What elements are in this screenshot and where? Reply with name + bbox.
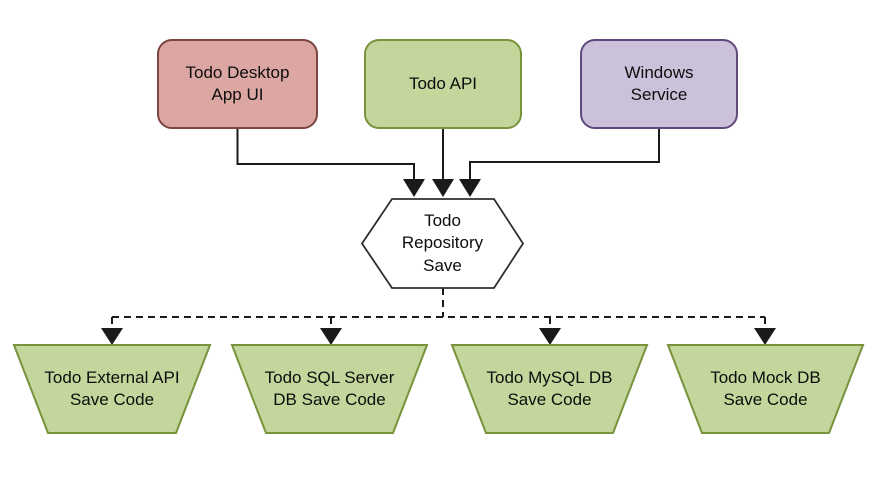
node-external-api-code-shape	[12, 344, 212, 434]
node-mysql-code-shape	[450, 344, 649, 434]
node-todo-api-shape	[364, 39, 522, 129]
node-repository-save-shape	[360, 198, 525, 289]
dashed-arrowheads	[101, 328, 776, 345]
node-mock-code-shape	[666, 344, 865, 434]
arrowhead-icon	[101, 328, 123, 345]
node-windows-service-shape	[580, 39, 738, 129]
arrowhead-icon	[403, 179, 425, 197]
solid-arrowheads	[403, 179, 481, 197]
edge-desktop-to-repository	[236, 128, 415, 180]
edges-repository-to-save-code	[111, 288, 766, 329]
arrowhead-icon	[432, 179, 454, 197]
node-desktop-ui-shape	[157, 39, 318, 129]
arrowhead-icon	[320, 328, 342, 345]
arrowhead-icon	[459, 179, 481, 197]
arrowhead-icon	[754, 328, 776, 345]
arrowhead-icon	[539, 328, 561, 345]
edge-service-to-repository	[469, 128, 660, 180]
node-sql-server-code-shape	[230, 344, 429, 434]
